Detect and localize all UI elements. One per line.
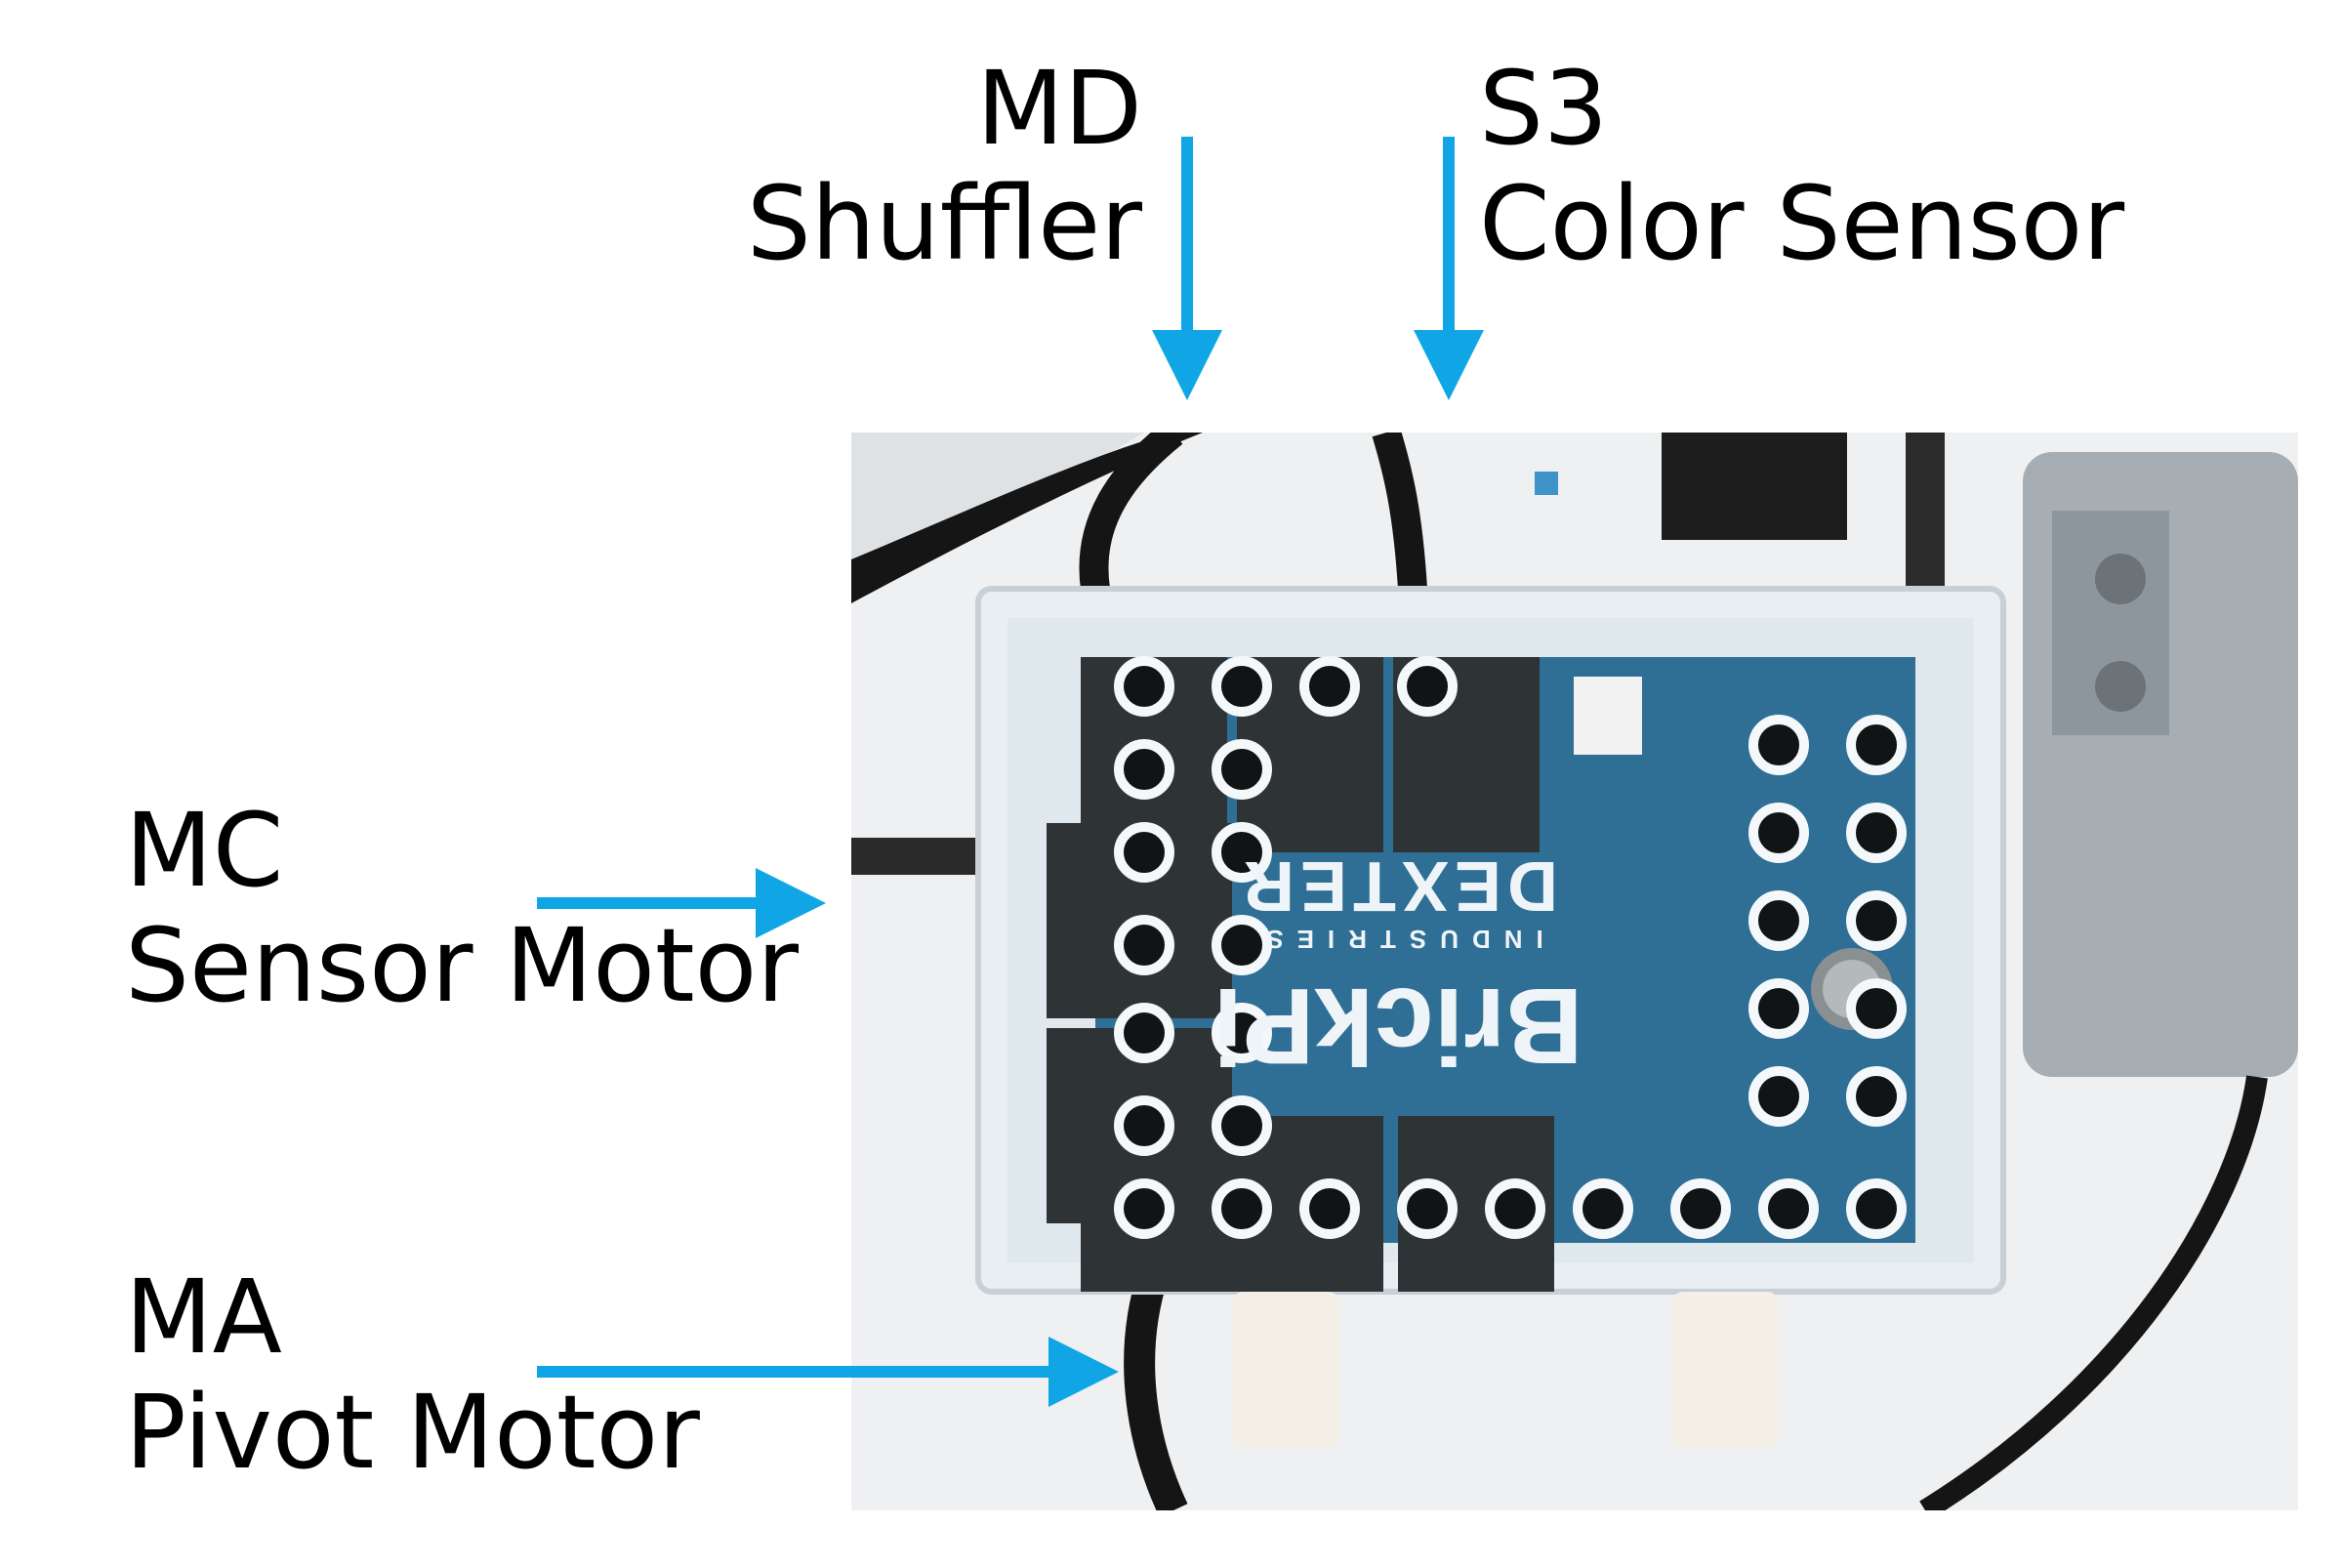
board-maker-sub: INDUSTRIES [1253,925,1542,954]
cable-mc [851,838,988,875]
label-md: MD Shuffler [625,51,1142,281]
label-mc-port: MC [125,791,284,910]
label-s3: S3 Color Sensor [1479,51,2124,281]
label-s3-name: Color Sensor [1479,164,2125,283]
label-mc: MC Sensor Motor [125,793,799,1023]
label-ma-port: MA [125,1258,282,1377]
label-md-port: MD [976,49,1142,168]
label-md-name: Shuffler [746,164,1142,283]
stud-holes [1114,656,1907,1239]
cable-md [1079,433,1183,592]
label-mc-name: Sensor Motor [125,906,800,1025]
white-lego-left [1232,1292,1339,1448]
label-ma: MA Pivot Motor [125,1259,700,1490]
label-s3-port: S3 [1479,49,1609,168]
sensor-block [1662,433,1847,540]
label-ma-name: Pivot Motor [125,1373,700,1492]
white-lego-right [1671,1292,1779,1448]
cable-ma [1124,1266,1188,1510]
board-maker: DEXTER [1238,846,1558,925]
board-brand: BrickPi [1213,966,1583,1086]
brickpi-photo: BrickPi INDUSTRIES DEXTER [851,433,2298,1510]
cable-s3 [1372,433,1427,590]
